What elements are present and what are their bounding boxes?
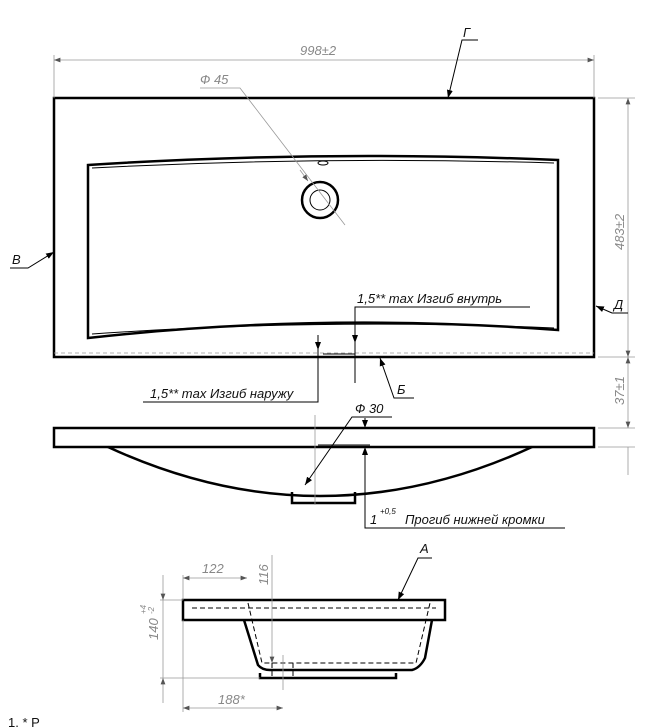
bowl-profile	[107, 445, 533, 498]
drain-outlet	[290, 492, 357, 505]
label-g: Г	[463, 25, 471, 40]
cross-section: 122 116 140 +4 -2 188* А	[139, 541, 447, 712]
dim-122: 122	[202, 561, 224, 576]
countertop-edge	[52, 426, 596, 449]
side-view: 37±1 Ф 30 1 +0,5 Прогиб нижней кромки	[52, 357, 635, 529]
section-top	[181, 598, 447, 622]
bend-outward-note: 1,5** max Изгиб наружу	[150, 386, 295, 401]
label-a: А	[419, 541, 429, 556]
section-bowl	[242, 619, 434, 672]
depth-dimension: 483±2	[612, 213, 627, 250]
dim-116: 116	[256, 564, 271, 585]
drain-outer	[300, 180, 340, 220]
dim-188: 188*	[218, 692, 246, 707]
drain-diameter: Ф 45	[200, 72, 229, 87]
dim-140: 140	[146, 618, 161, 640]
deflection-note: Прогиб нижней кромки	[405, 512, 545, 527]
dim-140-tol-lower: -2	[147, 606, 156, 614]
footnote: 1. * Р	[8, 715, 40, 727]
drain-inner	[309, 189, 331, 211]
deflection-value: 1	[370, 512, 377, 527]
label-v: В	[12, 252, 21, 267]
label-b: Б	[397, 382, 406, 397]
overflow-hole	[317, 160, 329, 166]
dim-140-tol-upper: +4	[139, 604, 148, 614]
countertop-outline	[52, 96, 596, 359]
deflection-tolerance: +0,5	[380, 507, 396, 516]
bend-inward-note: 1,5** max Изгиб внутрь	[357, 291, 502, 306]
label-d: Д	[612, 297, 623, 312]
width-dimension: 998±2	[300, 43, 337, 58]
top-view: 998±2 Г Ф 45 483±2 В Д 1,5** max Изгиб в…	[10, 25, 635, 403]
thickness-dimension: 37±1	[612, 376, 627, 405]
hole-diameter: Ф 30	[355, 401, 384, 416]
